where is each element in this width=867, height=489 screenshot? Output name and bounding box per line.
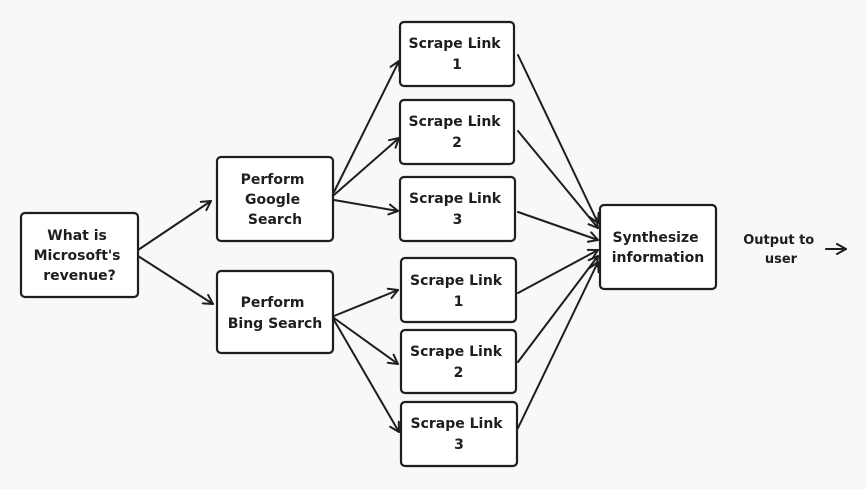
edge-bing-to-scrape-b1 bbox=[333, 287, 399, 317]
node-scrape-google-1-label: Scrape Link 1 bbox=[409, 36, 506, 73]
node-scrape-google-1: Scrape Link 1 bbox=[398, 20, 516, 88]
node-google-search-label: Perform Google Search bbox=[241, 172, 310, 228]
node-question-label: What is Microsoft's revenue? bbox=[34, 228, 126, 284]
node-scrape-bing-3-box bbox=[399, 400, 519, 468]
edge-question-to-google bbox=[137, 200, 212, 251]
node-bing-search-label: Perform Bing Search bbox=[228, 295, 323, 332]
node-scrape-google-2-box bbox=[398, 98, 516, 166]
node-scrape-bing-1: Scrape Link 1 bbox=[399, 256, 518, 324]
edge-scrape-g2-to-synthesize bbox=[517, 130, 599, 229]
node-google-search-box bbox=[215, 155, 335, 243]
node-scrape-google-2: Scrape Link 2 bbox=[398, 98, 516, 166]
edge-scrape-g3-to-synthesize bbox=[517, 211, 599, 243]
node-synthesize-box bbox=[598, 203, 718, 291]
node-scrape-bing-3-label: Scrape Link 3 bbox=[411, 416, 508, 453]
node-scrape-bing-1-box bbox=[399, 256, 518, 324]
node-google-search: Perform Google Search bbox=[215, 155, 335, 243]
edge-google-to-scrape-g3 bbox=[333, 199, 399, 216]
node-bing-search-box bbox=[215, 269, 335, 355]
edge-bing-to-scrape-b3 bbox=[333, 319, 400, 433]
node-scrape-bing-1-label: Scrape Link 1 bbox=[410, 273, 507, 310]
node-synthesize: Synthesize information bbox=[598, 203, 718, 291]
node-scrape-bing-2-box bbox=[399, 328, 518, 395]
node-scrape-google-2-label: Scrape Link 2 bbox=[409, 114, 506, 151]
edge-google-to-scrape-g1 bbox=[333, 60, 401, 193]
node-scrape-google-3-label: Scrape Link 3 bbox=[409, 191, 506, 228]
node-scrape-bing-2-label: Scrape Link 2 bbox=[410, 344, 507, 381]
edge-scrape-b1-to-synthesize bbox=[517, 248, 599, 294]
edges bbox=[137, 54, 847, 433]
node-scrape-bing-2: Scrape Link 2 bbox=[399, 328, 518, 395]
edge-google-to-scrape-g2 bbox=[333, 137, 400, 196]
edge-scrape-b2-to-synthesize bbox=[517, 254, 599, 363]
node-scrape-google-3: Scrape Link 3 bbox=[398, 175, 517, 243]
edge-scrape-b3-to-synthesize bbox=[517, 261, 600, 429]
node-scrape-bing-3: Scrape Link 3 bbox=[399, 400, 519, 468]
node-scrape-google-1-box bbox=[398, 20, 516, 88]
edge-bing-to-scrape-b2 bbox=[333, 317, 399, 365]
edge-scrape-g1-to-synthesize bbox=[517, 54, 600, 224]
node-question-box bbox=[19, 211, 140, 299]
node-question: What is Microsoft's revenue? bbox=[19, 211, 140, 299]
node-bing-search: Perform Bing Search bbox=[215, 269, 335, 355]
output-label: Output to user bbox=[743, 233, 819, 267]
node-scrape-google-3-box bbox=[398, 175, 517, 243]
node-synthesize-label: Synthesize information bbox=[612, 230, 705, 266]
edge-question-to-bing bbox=[137, 255, 214, 305]
